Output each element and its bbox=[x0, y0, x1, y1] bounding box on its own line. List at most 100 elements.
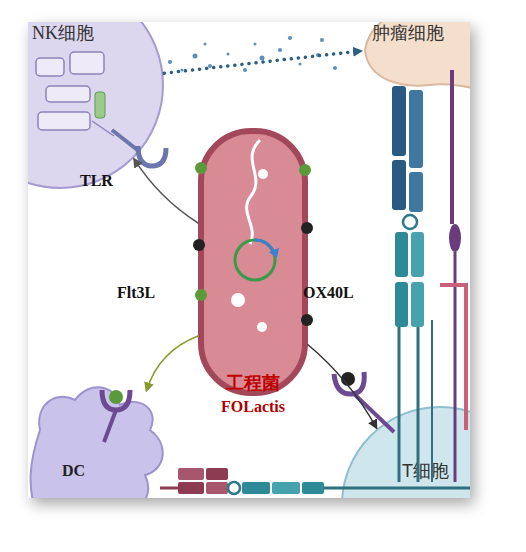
receptor-stem bbox=[352, 392, 394, 432]
dot bbox=[227, 53, 230, 56]
tumor-cell: 肿瘤细胞 bbox=[360, 0, 510, 95]
ox40l-ligand bbox=[301, 222, 313, 234]
node-title: NK细胞 bbox=[32, 24, 94, 44]
signal-line bbox=[92, 121, 114, 136]
checkpoint-stem bbox=[454, 252, 457, 482]
plasmid-arrow bbox=[255, 240, 274, 253]
peptide bbox=[228, 482, 240, 494]
plasmid bbox=[235, 240, 275, 280]
node-title: 肿瘤细胞 bbox=[372, 24, 444, 44]
interaction-arrow bbox=[164, 51, 361, 73]
cell-outline bbox=[360, 0, 510, 95]
dot bbox=[278, 48, 282, 52]
tlr-receptor bbox=[112, 130, 166, 166]
peptide bbox=[403, 215, 417, 229]
checkpoint-knob bbox=[449, 224, 461, 252]
molecule-label: OX40L bbox=[303, 284, 354, 302]
mhc-domain bbox=[206, 482, 228, 494]
dot bbox=[243, 68, 247, 72]
tcr-domain bbox=[242, 482, 270, 494]
cell-body bbox=[0, 0, 163, 188]
organelle bbox=[70, 52, 104, 74]
nk-organelles bbox=[36, 52, 114, 136]
mhc-domain bbox=[392, 160, 406, 210]
granule bbox=[258, 169, 268, 179]
mhc-domain bbox=[392, 86, 406, 156]
dot bbox=[208, 64, 212, 68]
organelle bbox=[46, 86, 90, 102]
dot bbox=[299, 63, 302, 66]
molecule-label: TLR bbox=[80, 172, 113, 190]
tcr-domain bbox=[272, 482, 300, 494]
ox40l-ligand bbox=[341, 372, 355, 386]
ox40-receptor bbox=[334, 372, 394, 432]
tcr-domain bbox=[411, 282, 424, 327]
mhc-domain bbox=[178, 468, 204, 480]
dot bbox=[254, 43, 257, 46]
synapse-line bbox=[324, 487, 470, 490]
organelle bbox=[95, 92, 105, 118]
dot bbox=[320, 38, 324, 42]
dot bbox=[181, 69, 184, 72]
mhc-domain bbox=[206, 468, 228, 480]
node-title: T细胞 bbox=[402, 462, 449, 482]
ox40l-ligand bbox=[193, 239, 205, 251]
nk-cell: NK细胞 bbox=[0, 0, 165, 190]
mhc-domain bbox=[409, 172, 423, 212]
cytokine-dots bbox=[168, 36, 337, 72]
receptor-stem bbox=[104, 410, 116, 442]
cell-body bbox=[342, 407, 526, 552]
checkpoint-stem bbox=[450, 70, 454, 224]
granule bbox=[231, 293, 245, 307]
tcr-stem bbox=[398, 327, 401, 482]
interaction-arrow bbox=[134, 159, 198, 223]
flagellum bbox=[247, 140, 260, 244]
dot bbox=[168, 60, 172, 64]
flt3l-ligand bbox=[299, 164, 311, 176]
organelle bbox=[38, 112, 90, 130]
tcr-mhc-complex bbox=[392, 70, 466, 482]
cell-outline bbox=[20, 370, 170, 520]
flt3l-ligand bbox=[195, 289, 207, 301]
flt3-receptor bbox=[102, 390, 130, 442]
t-cell: T细胞 bbox=[340, 405, 526, 552]
organelle bbox=[36, 58, 64, 76]
dot bbox=[193, 54, 198, 59]
receptor-cup bbox=[102, 390, 130, 410]
tcr-stem bbox=[431, 320, 433, 482]
interaction-arrow bbox=[147, 336, 199, 390]
tcr-stem bbox=[417, 327, 420, 482]
bacterium-body bbox=[201, 131, 305, 393]
tcr-domain bbox=[411, 232, 424, 277]
dc-t-synapse bbox=[160, 468, 470, 494]
molecule-label: Flt3L bbox=[117, 284, 155, 302]
mhc-domain bbox=[409, 90, 423, 168]
granule bbox=[257, 322, 267, 332]
receptor-cup bbox=[138, 146, 166, 166]
flt3l-ligand bbox=[195, 162, 207, 174]
cell-body bbox=[365, 8, 510, 95]
tcr-domain bbox=[302, 482, 324, 494]
dendritic-cell: DC bbox=[20, 370, 170, 520]
mhc-domain bbox=[178, 482, 204, 494]
dot bbox=[316, 53, 320, 57]
flt3l-ligand bbox=[109, 390, 123, 404]
synapse-line bbox=[160, 487, 178, 490]
tcr-domain bbox=[395, 282, 408, 327]
receptor-cup bbox=[334, 372, 364, 394]
receptor-stem bbox=[112, 130, 140, 152]
engineered-bacterium: 工程菌 FOLactis bbox=[198, 128, 308, 428]
dot bbox=[333, 66, 337, 70]
node-title: 工程菌 bbox=[198, 374, 308, 394]
node-title: DC bbox=[62, 462, 85, 480]
node-subtitle: FOLactis bbox=[198, 398, 308, 416]
interaction-arrow bbox=[308, 345, 376, 428]
ox40l-ligand bbox=[301, 314, 313, 326]
coreceptor bbox=[440, 285, 466, 430]
plasmid-arrowhead bbox=[269, 248, 279, 258]
tcr-domain bbox=[395, 232, 408, 277]
dot bbox=[260, 56, 265, 61]
bacterium-interior bbox=[193, 140, 313, 332]
cell-body bbox=[31, 387, 163, 520]
